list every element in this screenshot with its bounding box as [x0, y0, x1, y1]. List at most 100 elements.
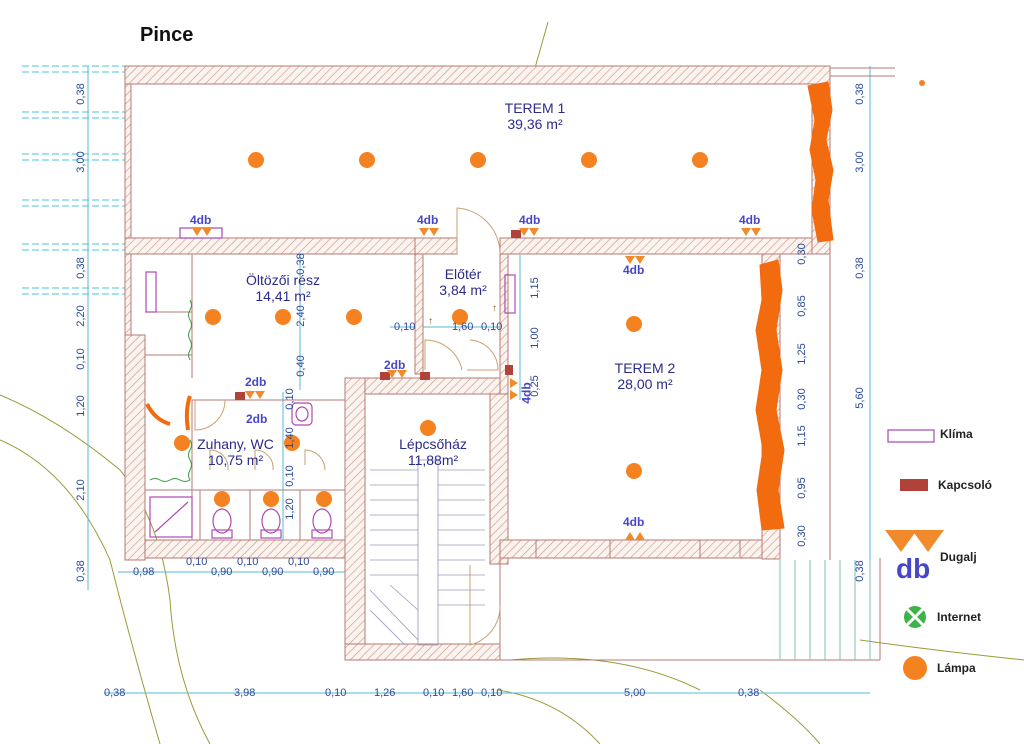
- dim-left-6: 2,10: [75, 479, 87, 501]
- switches: [235, 230, 521, 400]
- sanitary-fixtures: [145, 271, 516, 539]
- dim-bottom2-5: 1,60: [452, 687, 474, 699]
- dim-t2-0: 0,30: [796, 243, 808, 265]
- dim-wc-2: 0,10: [284, 465, 296, 487]
- doors: [194, 207, 501, 646]
- room-oltozo-name: Öltözői rész: [246, 272, 320, 288]
- dim-right-1: 3,00: [854, 151, 866, 173]
- page-title: Pince: [140, 24, 194, 46]
- room-oltozo: Öltözői rész 14,41 m²: [228, 272, 338, 304]
- socket-count-wc-mid: 2db: [246, 412, 268, 426]
- dim-eloter-2: 0,10: [481, 321, 503, 333]
- staircase: [369, 459, 485, 646]
- door-arrow-1: ↑: [428, 316, 433, 327]
- socket-count-wc-top: 2db: [245, 375, 267, 389]
- room-terem2-name: TEREM 2: [614, 360, 676, 376]
- dim-mid-0: 0,38: [295, 253, 307, 275]
- dim-bottom1-5: 0,10: [288, 556, 310, 568]
- dim-right-2: 0,38: [854, 257, 866, 279]
- lamps: [174, 80, 925, 507]
- legend-lampa: Lámpa: [937, 661, 976, 675]
- dim-bottom1-0: 0,98: [133, 566, 155, 578]
- socket-count-stair-left: 2db: [384, 358, 406, 372]
- dim-t2-3: 0,30: [796, 388, 808, 410]
- dim-t2-1: 0,85: [796, 295, 808, 317]
- room-terem2-area: 28,00 m²: [617, 376, 673, 392]
- dim-eloter-1: 1,60: [452, 321, 474, 333]
- dim-bottom1-2: 0,90: [211, 566, 233, 578]
- room-terem1: TEREM 1 39,36 m²: [495, 100, 575, 132]
- socket-count-t2-bottom: 4db: [623, 515, 645, 529]
- room-eloter-name: Előtér: [444, 266, 482, 282]
- dim-t2-5: 0,95: [796, 477, 808, 499]
- dim-left-2: 0,38: [75, 257, 87, 279]
- socket-count-t1-left: 4db: [190, 213, 212, 227]
- dim-mid-2: 0,40: [295, 355, 307, 377]
- dim-left-7: 0,38: [75, 560, 87, 582]
- interior-lines: [145, 67, 895, 661]
- room-terem1-name: TEREM 1: [504, 100, 566, 116]
- room-oltozo-area: 14,41 m²: [255, 288, 311, 304]
- dim-wc-0: 0,10: [284, 388, 296, 410]
- room-lepcsohaz-name: Lépcsőház: [399, 436, 467, 452]
- dim-mid-1: 2,40: [295, 305, 307, 327]
- dim-left-4: 0,10: [75, 348, 87, 370]
- dim-eloter-v-1: 1,00: [529, 327, 541, 349]
- dim-t2-6: 0,30: [796, 525, 808, 547]
- room-zuhany-name: Zuhany, WC: [197, 436, 274, 452]
- room-zuhany-area: 10,75 m²: [207, 452, 264, 468]
- sockets: [192, 228, 761, 540]
- room-zuhany: Zuhany, WC 10,75 m²: [188, 436, 283, 468]
- curtains: [149, 299, 192, 482]
- dim-bottom1-4: 0,90: [262, 566, 284, 578]
- dim-t2-2: 1,25: [796, 343, 808, 365]
- legend-internet: Internet: [937, 610, 982, 624]
- legend-symbols: [885, 429, 944, 680]
- room-lepcsohaz-area: 11,88m²: [407, 452, 459, 468]
- legend-kapcsolo: Kapcsoló: [938, 478, 993, 492]
- dim-bottom1-1: 0,10: [186, 556, 208, 568]
- dim-eloter-v-2: 0,25: [529, 375, 541, 397]
- dim-bottom2-1: 3,98: [234, 687, 256, 699]
- highlight-marks: [145, 81, 834, 531]
- dim-eloter-0: 0,10: [394, 321, 416, 333]
- dim-bottom2-8: 0,38: [738, 687, 760, 699]
- dim-left-5: 1,20: [75, 395, 87, 417]
- dim-left-0: 0,38: [75, 83, 87, 105]
- dim-bottom2-4: 0,10: [423, 687, 445, 699]
- dim-right-0: 0,38: [854, 83, 866, 105]
- door-arrow-2: ↑: [492, 303, 497, 314]
- dim-bottom2-3: 1,26: [374, 687, 396, 699]
- dim-left-3: 2,20: [75, 305, 87, 327]
- dim-bottom1-6: 0,90: [313, 566, 335, 578]
- dim-bottom2-0: 0,38: [104, 687, 126, 699]
- exterior-stairs: [779, 560, 871, 660]
- dim-bottom1-3: 0,10: [237, 556, 259, 568]
- room-lepcsohaz: Lépcsőház 11,88m²: [393, 436, 473, 468]
- reference-lines: [22, 65, 125, 295]
- dim-right-4: 0,38: [854, 560, 866, 582]
- socket-count-t1-mid: 4db: [417, 213, 439, 227]
- socket-count-t1-right-b: 4db: [739, 213, 761, 227]
- legend-db: db: [896, 553, 931, 584]
- legend-klima: Klíma: [940, 427, 973, 441]
- dim-bottom2-2: 0,10: [325, 687, 347, 699]
- dim-right-3: 5,60: [854, 387, 866, 409]
- room-eloter-area: 3,84 m²: [439, 282, 487, 298]
- dim-eloter-v-0: 1,15: [529, 277, 541, 299]
- dim-bottom2-6: 0,10: [481, 687, 503, 699]
- dim-left-1: 3,00: [75, 151, 87, 173]
- room-terem2: TEREM 2 28,00 m²: [600, 360, 690, 392]
- dim-t2-4: 1,15: [796, 425, 808, 447]
- terrain-lines: [0, 21, 1024, 744]
- socket-count-t1-right-a: 4db: [519, 213, 541, 227]
- room-eloter: Előtér 3,84 m²: [423, 266, 503, 298]
- socket-count-t2-top: 4db: [623, 263, 645, 277]
- dim-wc-3: 1,20: [284, 498, 296, 520]
- room-terem1-area: 39,36 m²: [507, 116, 563, 132]
- legend-dugalj: Dugalj: [940, 550, 977, 564]
- dim-wc-1: 1,40: [284, 427, 296, 449]
- dim-bottom2-7: 5,00: [624, 687, 646, 699]
